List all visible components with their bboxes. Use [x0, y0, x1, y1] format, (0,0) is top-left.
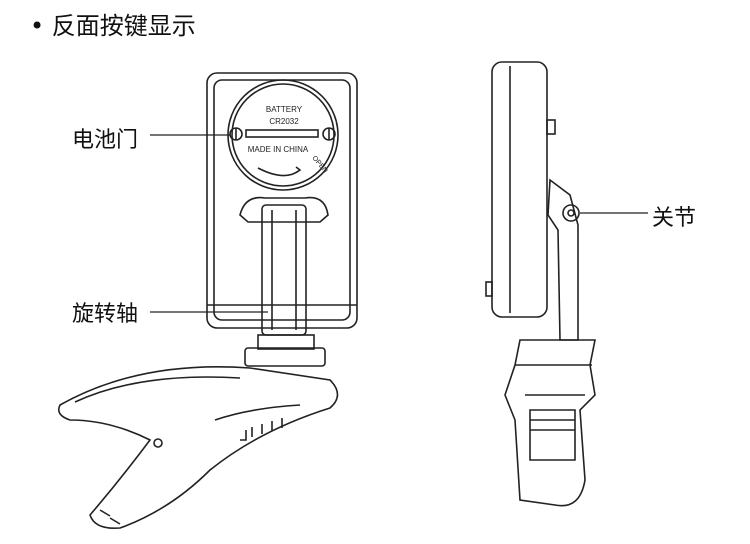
battery-model-text: CR2032: [269, 117, 299, 126]
label-battery-door: 电池门: [72, 128, 139, 153]
label-joint: 关节: [652, 206, 697, 231]
label-rotation-axis: 旋转轴: [72, 302, 139, 327]
battery-text: BATTERY: [266, 105, 303, 114]
page-title: • 反面按键显示: [30, 12, 196, 40]
side-view: [485, 61, 648, 507]
made-in-text: MADE IN CHINA: [248, 145, 309, 154]
battery-door: [227, 79, 339, 191]
back-view: BATTERY CR2032 MADE IN CHINA OPEN: [57, 72, 358, 530]
joint: [562, 204, 580, 222]
